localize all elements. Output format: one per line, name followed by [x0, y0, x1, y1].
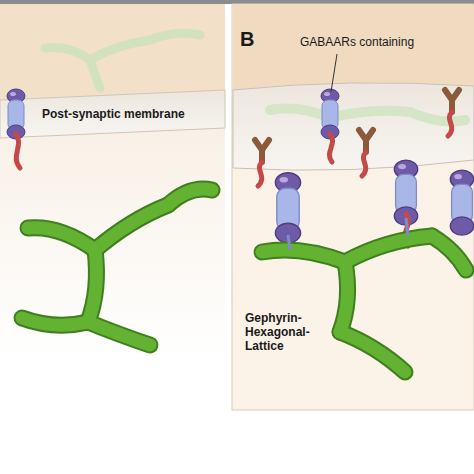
lattice-label: Gephyrin-Hexagonal-Lattice [245, 312, 317, 353]
receptor-label: GABAARs containing [300, 36, 414, 50]
membrane-label: Post-synaptic membrane [42, 108, 185, 122]
panel-letter: B [240, 28, 254, 51]
